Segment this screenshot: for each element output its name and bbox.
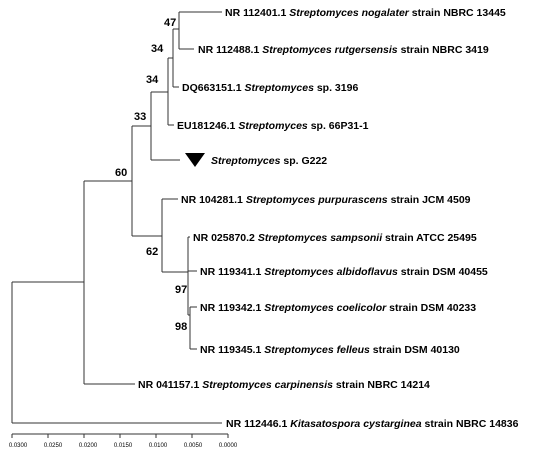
taxon-label-kitasatospora: NR 112446.1 Kitasatospora cystarginea st… (226, 418, 519, 430)
bootstrap-value-n1: 47 (164, 17, 176, 29)
bootstrap-value-n7: 97 (175, 284, 187, 296)
taxon-label-coelicolor: NR 119342.1 Streptomyces coelicolor stra… (200, 302, 476, 314)
scale-tick-label: 0.0300 (9, 443, 28, 449)
taxon-label-eu181246: EU181246.1 Streptomyces sp. 66P31-1 (177, 120, 369, 132)
scale-tick-label: 0.0250 (44, 443, 63, 449)
bootstrap-value-n2: 34 (151, 43, 164, 55)
taxon-label-rutgersensis: NR 112488.1 Streptomyces rutgersensis st… (198, 44, 489, 56)
bootstrap-value-n5: 60 (115, 167, 127, 179)
bootstrap-values: 47 34 34 33 60 62 97 98 (115, 17, 187, 333)
bootstrap-value-n6: 62 (146, 246, 158, 258)
taxon-label-purpurascens: NR 104281.1 Streptomyces purpurascens st… (181, 194, 471, 206)
scale-tick-label: 0.0050 (184, 443, 203, 449)
scale-tick-label: 0.0150 (114, 443, 133, 449)
bootstrap-value-n4: 33 (134, 111, 146, 123)
taxon-label-g222: Streptomyces sp. G222 (211, 155, 327, 167)
taxon-label-dq663151: DQ663151.1 Streptomyces sp. 3196 (182, 82, 358, 94)
taxon-label-albidoflavus: NR 119341.1 Streptomyces albidoflavus st… (200, 266, 488, 278)
bootstrap-value-n8: 98 (175, 321, 187, 333)
taxon-label-sampsonii: NR 025870.2 Streptomyces sampsonii strai… (193, 232, 477, 244)
scale-tick-label: 0.0200 (79, 443, 98, 449)
scale-tick-label: 0.0100 (149, 443, 168, 449)
tree-branches (11, 11, 222, 424)
taxon-labels: NR 112401.1 Streptomyces nogalater strai… (138, 7, 519, 430)
bootstrap-value-n3: 34 (146, 74, 159, 86)
down-triangle-icon (185, 153, 205, 167)
taxon-label-carpinensis: NR 041157.1 Streptomyces carpinensis str… (138, 379, 430, 391)
scale-axis: 0.0300 0.0250 0.0200 0.0150 0.0100 0.005… (9, 433, 238, 449)
scale-tick-label: 0.0000 (219, 443, 238, 449)
taxon-label-nogalater: NR 112401.1 Streptomyces nogalater strai… (225, 7, 506, 19)
taxon-label-felleus: NR 119345.1 Streptomyces felleus strain … (200, 344, 460, 356)
